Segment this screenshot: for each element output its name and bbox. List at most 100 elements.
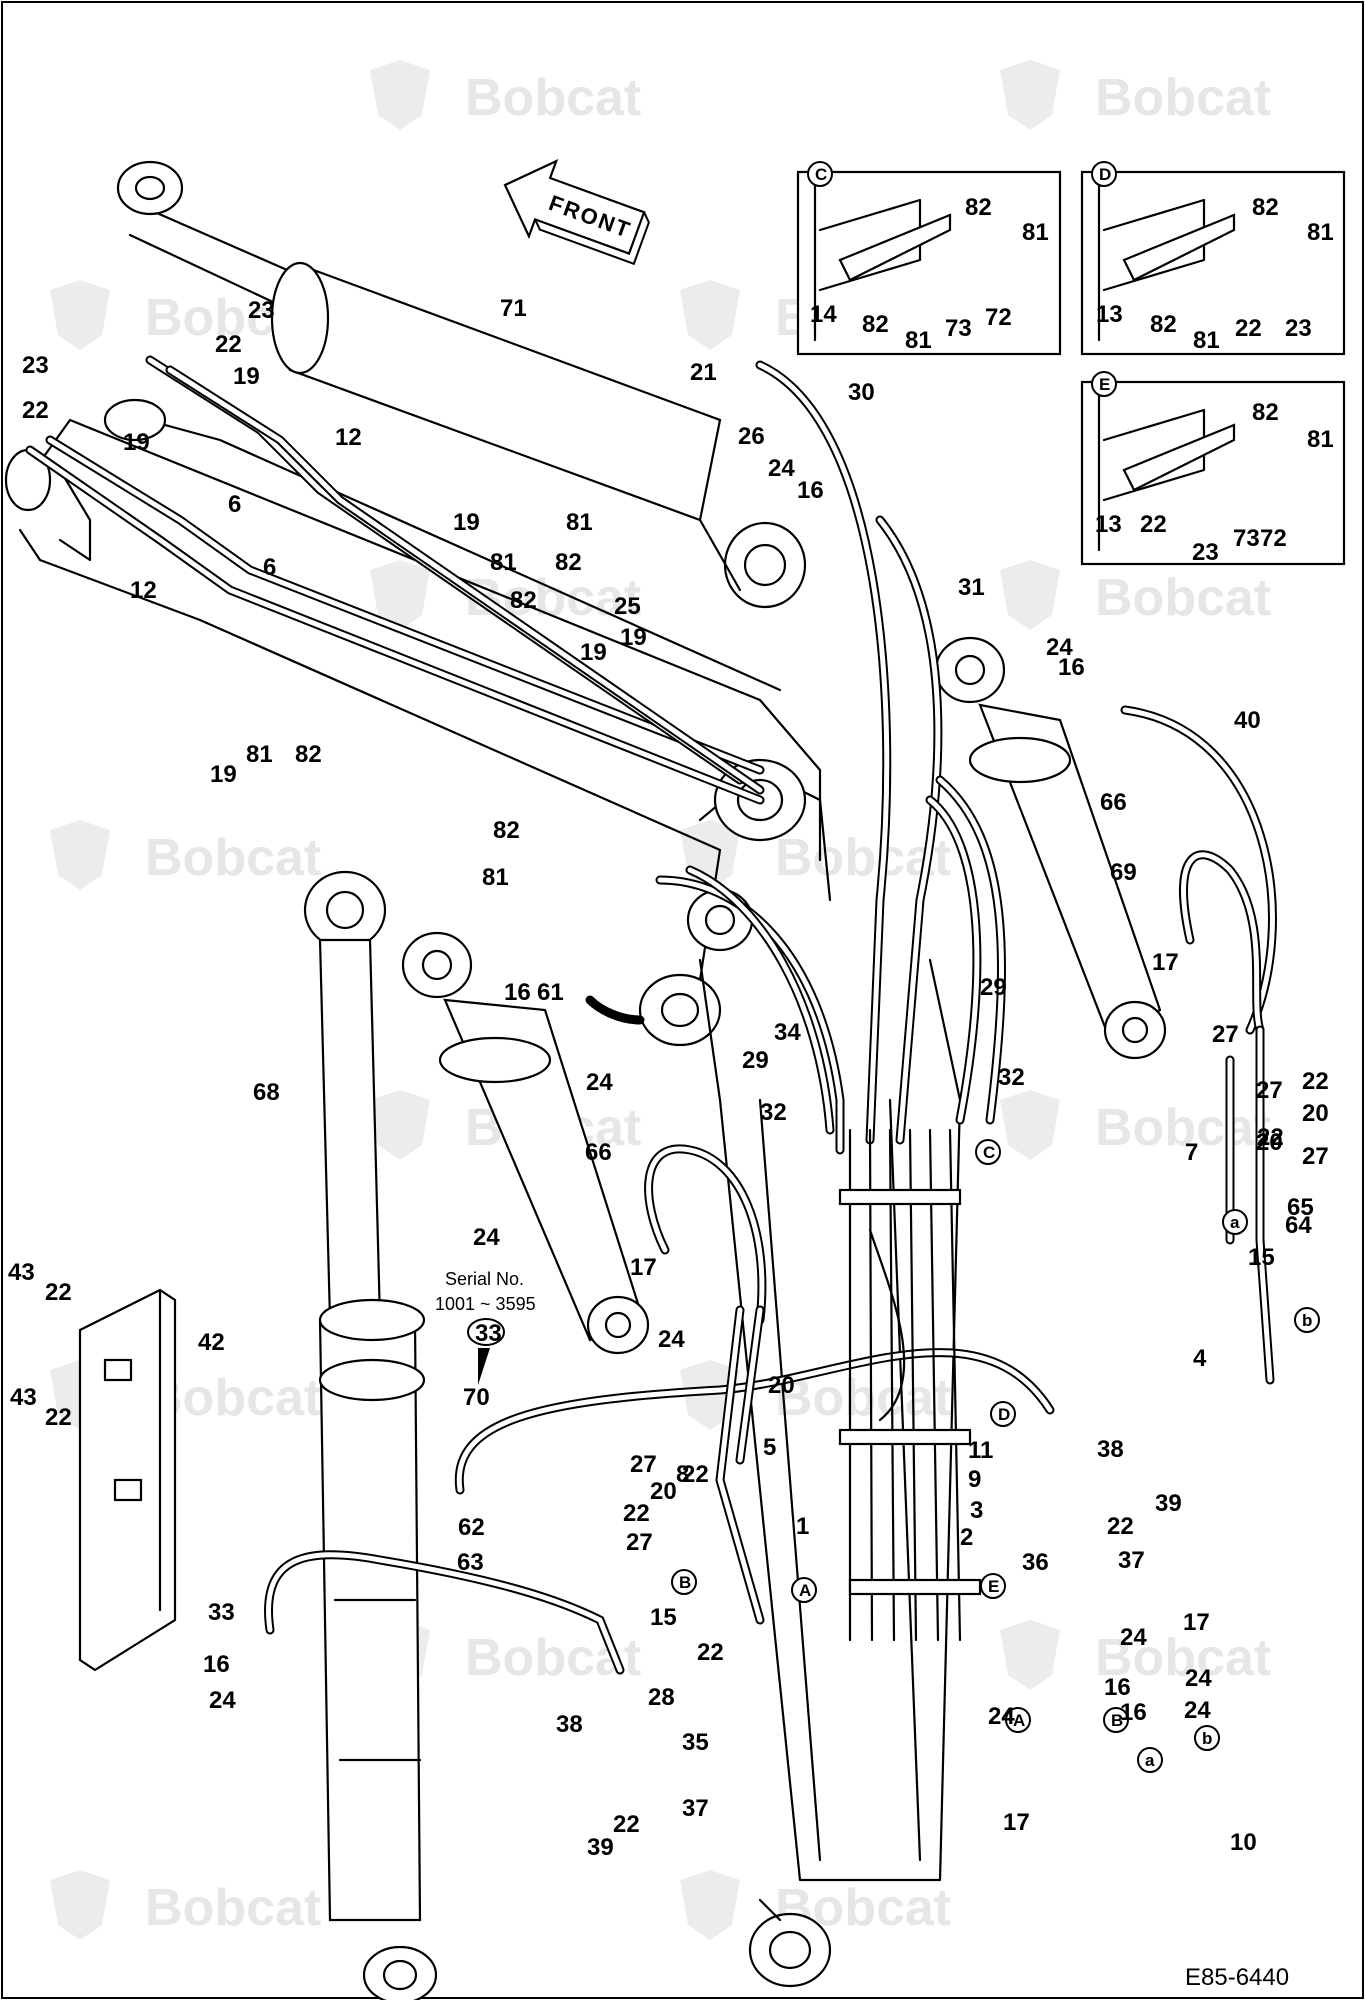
- inset-callout-label: 82: [1150, 311, 1177, 338]
- callout-label: 64: [1285, 1212, 1312, 1239]
- callout-label: 35: [682, 1729, 709, 1756]
- watermark: Bobcat: [1000, 560, 1271, 630]
- reference-tag: [1091, 371, 1117, 397]
- arm-cylinder-left: [401, 931, 650, 1355]
- callout-label: 6: [228, 491, 241, 518]
- inset-d: [1080, 170, 1346, 356]
- callout-label: 19: [580, 639, 607, 666]
- callout-label: 21: [690, 359, 717, 386]
- callout-label: 28: [648, 1684, 675, 1711]
- callout-label: 20: [650, 1478, 677, 1505]
- callout-label: 24: [1120, 1624, 1147, 1651]
- callout-label: 16: [203, 1651, 230, 1678]
- callout-label: 16: [504, 979, 531, 1006]
- callout-label: 82: [555, 549, 582, 576]
- callout-label: 22: [613, 1811, 640, 1838]
- callout-label: 23: [22, 352, 49, 379]
- callout-label: 16: [1120, 1699, 1147, 1726]
- reference-tag: [980, 1573, 1006, 1599]
- callout-label: 1: [796, 1513, 809, 1540]
- callout-label: 82: [295, 741, 322, 768]
- inset-callout-label: 23: [1192, 539, 1219, 566]
- callout-label: 22: [1302, 1068, 1329, 1095]
- callout-label: 36: [1022, 1549, 1049, 1576]
- callout-label: 31: [958, 574, 985, 601]
- inset-callout-label: 73: [945, 315, 972, 342]
- callout-label: 82: [510, 587, 537, 614]
- callout-label: 19: [233, 363, 260, 390]
- callout-label: 20: [768, 1372, 795, 1399]
- boom-cylinder: [116, 160, 807, 609]
- callout-label: 22: [45, 1404, 72, 1431]
- inset-c: [796, 170, 1062, 356]
- reference-tag-letter: B: [679, 1573, 691, 1592]
- callout-label: 70: [463, 1384, 490, 1411]
- callout-label: 24: [988, 1703, 1015, 1730]
- arm-cylinder-right: [934, 636, 1167, 1060]
- callout-label: 4: [1193, 1345, 1207, 1372]
- inset-callout-label: 81: [1022, 219, 1049, 246]
- inset-callout-label: 81: [1307, 426, 1334, 453]
- callout-label: 17: [1152, 949, 1179, 976]
- callout-label: 24: [768, 455, 795, 482]
- callout-label: 25: [614, 593, 641, 620]
- callout-label: 19: [453, 509, 480, 536]
- callout-label: 22: [45, 1279, 72, 1306]
- callout-label: 39: [1155, 1490, 1182, 1517]
- callout-label: 27: [1302, 1143, 1329, 1170]
- callout-label: 17: [630, 1254, 657, 1281]
- callout-label: 22: [22, 397, 49, 424]
- reference-tag: [1294, 1307, 1320, 1333]
- callout-label: 22: [623, 1500, 650, 1527]
- svg-text:Bobcat: Bobcat: [1095, 1629, 1271, 1687]
- callout-label: 68: [253, 1079, 280, 1106]
- callout-label: 43: [8, 1259, 35, 1286]
- callout-label: 16: [797, 477, 824, 504]
- callout-label: 63: [457, 1549, 484, 1576]
- reference-tag: [1091, 161, 1117, 187]
- callout-label: 24: [658, 1326, 685, 1353]
- watermark: Bobcat: [50, 820, 321, 890]
- callout-label: 22: [697, 1639, 724, 1666]
- pipe-bundle: [838, 1128, 982, 1642]
- callout-label: 29: [980, 974, 1007, 1001]
- callout-label: 81: [482, 864, 509, 891]
- callout-label: 81: [246, 741, 273, 768]
- callout-label: 11: [968, 1437, 993, 1464]
- reference-tag: [1103, 1707, 1129, 1733]
- callout-label: 37: [682, 1795, 709, 1822]
- watermark: Bobcat: [370, 560, 641, 630]
- callout-label: 30: [848, 379, 875, 406]
- callout-label: 17: [1003, 1809, 1030, 1836]
- svg-text:Bobcat: Bobcat: [1095, 69, 1271, 127]
- callout-label: 15: [1248, 1244, 1275, 1271]
- callout-label: 82: [493, 817, 520, 844]
- inset-callout-label: 81: [1193, 327, 1220, 354]
- figure-reference: E85-6440: [1185, 1964, 1289, 1991]
- reference-tag: [1222, 1209, 1248, 1235]
- inset-callout-label: 82: [965, 194, 992, 221]
- inset-callout-label: 14: [810, 301, 837, 328]
- callout-label: 26: [738, 423, 765, 450]
- callout-label: 39: [587, 1834, 614, 1861]
- callout-label: 27: [1212, 1021, 1239, 1048]
- inset-callout-label: 82: [1252, 399, 1279, 426]
- watermark-layer: Bobcat Bobcat Bobcat Bobcat Bobcat Bobca…: [50, 60, 1271, 1940]
- callout-label: 10: [1230, 1829, 1257, 1856]
- callout-label: 81: [566, 509, 593, 536]
- callout-label: 16: [1104, 1674, 1131, 1701]
- reference-tag: [1194, 1725, 1220, 1751]
- svg-text:Bobcat: Bobcat: [145, 1879, 321, 1937]
- reference-tag-letter: D: [998, 1405, 1010, 1424]
- reference-tag-letter: A: [1013, 1711, 1025, 1730]
- inset-callout-label: 23: [1285, 315, 1312, 342]
- inset-callout-label: 81: [905, 327, 932, 354]
- reference-tag: [1137, 1747, 1163, 1773]
- watermark: Bobcat: [1000, 1090, 1271, 1160]
- callout-label: 19: [210, 761, 237, 788]
- bucket-cylinder: [303, 870, 438, 2000]
- watermark: Bobcat: [1000, 60, 1271, 130]
- callout-label: 38: [556, 1711, 583, 1738]
- serial-line1: Serial No.: [445, 1269, 524, 1289]
